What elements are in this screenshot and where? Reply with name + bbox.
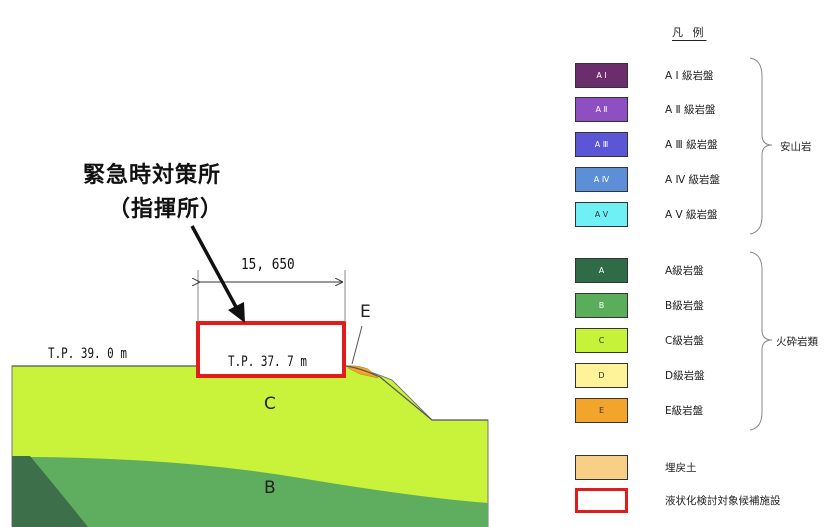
width-dimension-label: 15, 650 [241,255,295,273]
legend-swatch: A Ⅲ [575,132,628,157]
andesite-group-label: 安山岩 [780,141,812,153]
legend-label: A Ⅱ 級岩盤 [665,104,716,116]
legend-title: 凡 例 [672,26,707,39]
legend-swatch: D [575,363,628,388]
legend-swatch: C [575,328,628,353]
legend-row: A Ⅴ A Ⅴ 級岩盤 [575,202,735,229]
legend-row: A Ⅲ A Ⅲ 級岩盤 [575,132,735,159]
legend-label: A Ⅲ 級岩盤 [665,139,718,151]
layer-e-label: E [360,302,371,322]
layer-c-label: C [264,394,276,414]
facility-subtitle: （指揮所） [108,197,224,222]
legend-swatch: A Ⅱ [575,97,628,122]
layer-b [30,457,488,527]
legend-swatch: A Ⅳ [575,167,628,192]
legend-row: A Ⅳ A Ⅳ 級岩盤 [575,167,735,194]
legend-label: 液状化検討対象候補施設 [665,495,781,507]
legend-swatch [575,455,628,480]
pointer-arrowhead [228,302,245,323]
legend-row: A Ⅱ A Ⅱ 級岩盤 [575,97,735,124]
legend-swatch: E [575,398,628,423]
legend-row: A A級岩盤 [575,258,735,285]
e-leader-line [351,325,363,365]
legend-row: 埋戻土 [575,455,735,482]
legend-label: A Ⅴ 級岩盤 [665,209,718,221]
ground-level-facility-label: T.P. 37. 7 m [228,354,307,370]
legend-label: 埋戻土 [665,462,697,474]
ground-level-left-label: T.P. 39. 0 m [48,346,127,362]
legend-row: B B級岩盤 [575,293,735,320]
brace-andesite [749,57,773,235]
legend-row: 液状化検討対象候補施設 [575,488,781,515]
legend-swatch: B [575,293,628,318]
facility-outline [196,321,346,378]
legend-swatch: A [575,258,628,283]
legend-label: A Ⅰ 級岩盤 [665,70,714,82]
legend-label: E級岩盤 [665,405,704,417]
legend-label: A級岩盤 [665,265,704,277]
legend-swatch: A Ⅰ [575,63,628,88]
legend-label: C級岩盤 [665,335,704,347]
legend-swatch [575,488,628,513]
legend-label: A Ⅳ 級岩盤 [665,174,721,186]
legend-swatch: A Ⅴ [575,202,628,227]
facility-title: 緊急時対策所 [83,163,222,188]
legend-row: C C級岩盤 [575,328,735,355]
ground-line-slope [345,365,488,421]
legend-label: D級岩盤 [665,370,705,382]
legend-label: B級岩盤 [665,300,704,312]
layer-a [12,456,88,527]
brace-pyroclastic [749,251,773,431]
legend-row: E E級岩盤 [575,398,735,425]
layer-b-label: B [264,478,276,498]
legend-row: D D級岩盤 [575,363,735,390]
pointer-arrow [190,225,244,319]
layer-e [347,365,379,379]
legend-row: A Ⅰ A Ⅰ 級岩盤 [575,63,735,90]
pyroclastic-group-label: 火砕岩類 [776,336,818,348]
